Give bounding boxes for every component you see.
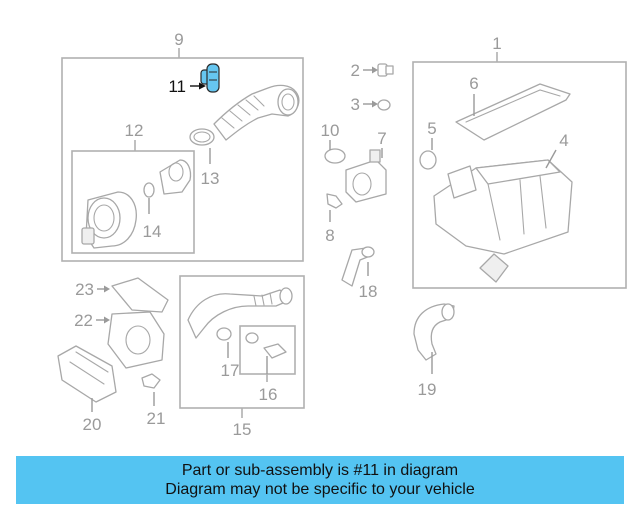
- part-13-gasket: [189, 128, 215, 164]
- group-box-9: [61, 48, 304, 262]
- part-20-duct: [57, 345, 117, 412]
- banner-line-1: Part or sub-assembly is #11 in diagram: [181, 462, 459, 479]
- callout-23: 23: [75, 280, 94, 299]
- callout-16: 16: [259, 385, 278, 404]
- callout-22: 22: [74, 311, 93, 330]
- parts-diagram: 9 1 2 3 6 5 4 10 7 8 18 12 13 14 11 23 2…: [57, 30, 627, 439]
- part-16-bolts: [245, 332, 287, 374]
- callout-14: 14: [143, 222, 162, 241]
- callout-17: 17: [221, 361, 240, 380]
- banner-line-2: Diagram may not be specific to your vehi…: [165, 481, 475, 498]
- part-14-ring: [143, 182, 155, 214]
- part-6-filter: [455, 83, 571, 141]
- part-18-breather-hose: [341, 246, 375, 287]
- callout-11[interactable]: 11: [168, 77, 186, 96]
- callout-18: 18: [359, 282, 378, 301]
- callout-3: 3: [351, 95, 360, 114]
- part-3-washer: [363, 99, 391, 111]
- part-22-housing: [96, 311, 165, 369]
- part-8-bolt: [326, 193, 343, 222]
- group-box-15: [179, 275, 305, 418]
- part-7-sensor: [345, 148, 387, 203]
- part-5-gasket: [419, 138, 437, 170]
- part-23-cover: [97, 277, 169, 313]
- part-4-air-box: [433, 149, 573, 283]
- part-15-hose: [187, 287, 293, 339]
- callout-5: 5: [427, 119, 436, 138]
- part-10-clamp: [324, 140, 346, 164]
- callout-labels: 9 1 2 3 6 5 4 10 7 8 18 12 13 14 11 23 2…: [74, 30, 569, 439]
- callout-8: 8: [325, 226, 334, 245]
- part-12-throttle-body: [81, 191, 137, 249]
- callout-20: 20: [83, 415, 102, 434]
- part-11-clamp[interactable]: [200, 63, 220, 93]
- part-2-bolt: [363, 63, 394, 77]
- part-12-adapter: [159, 159, 192, 195]
- callout-15: 15: [233, 420, 252, 439]
- part-19-duct: [413, 303, 455, 374]
- callout-19: 19: [418, 380, 437, 399]
- callout-21: 21: [147, 409, 166, 428]
- leader-11: [190, 82, 206, 90]
- callout-1: 1: [492, 34, 501, 53]
- part-9-intake-hose: [213, 84, 300, 141]
- callout-4: 4: [559, 131, 568, 150]
- callout-13: 13: [201, 169, 220, 188]
- callout-12: 12: [125, 121, 144, 140]
- part-17-clip: [216, 327, 232, 358]
- part-21-bolt: [141, 373, 161, 406]
- info-banner: Part or sub-assembly is #11 in diagram D…: [16, 456, 624, 504]
- group-box-12: [71, 140, 195, 254]
- callout-2: 2: [351, 61, 360, 80]
- callout-9: 9: [174, 30, 183, 49]
- callout-7: 7: [377, 129, 386, 148]
- callout-10: 10: [321, 121, 340, 140]
- group-box-1: [412, 52, 627, 289]
- callout-6: 6: [469, 74, 478, 93]
